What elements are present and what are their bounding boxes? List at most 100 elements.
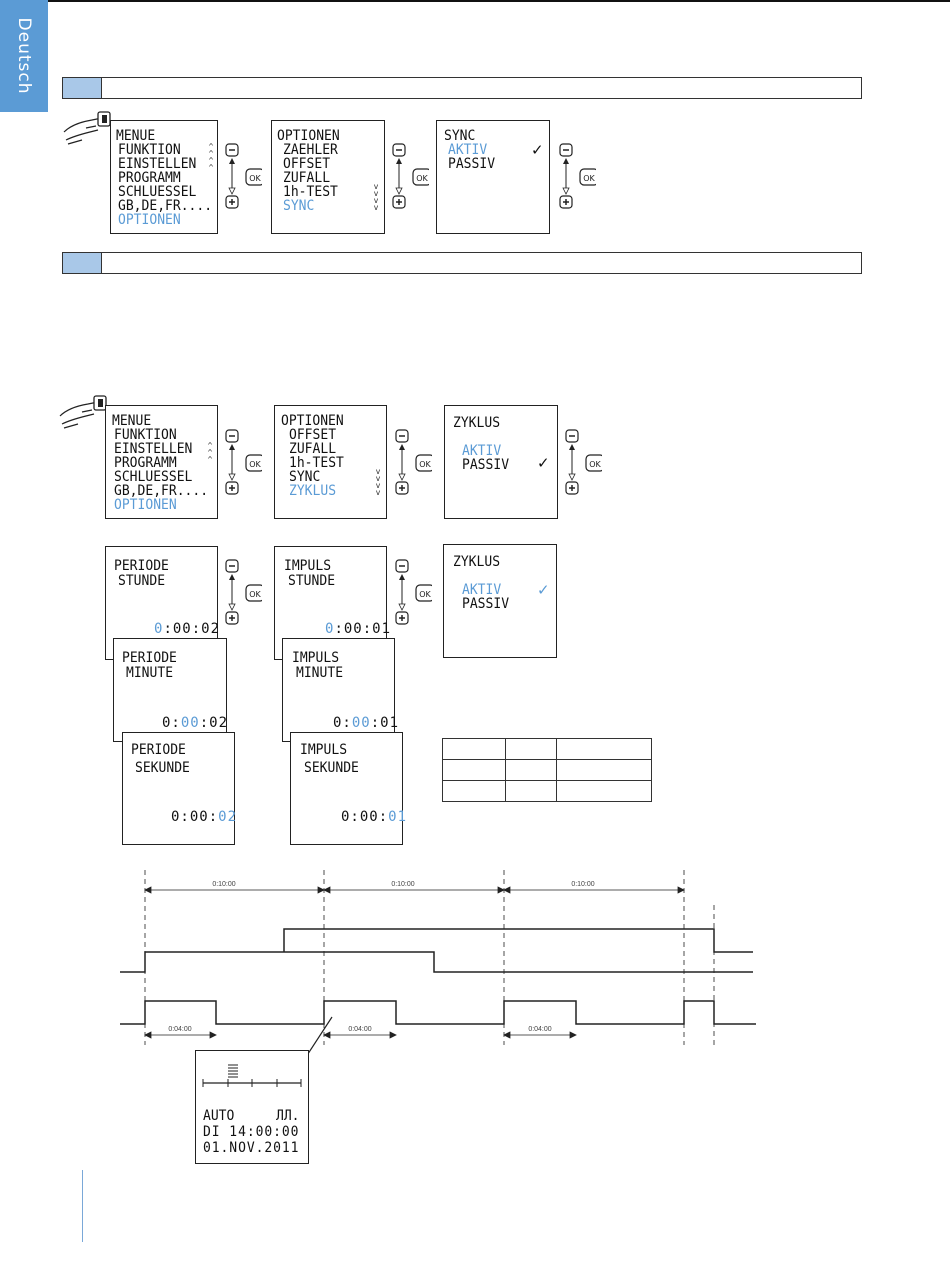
- menu-item: GB,DE,FR....: [118, 198, 213, 214]
- lcd-zyklus-passive: ZYKLUS AKTIV PASSIV ✓: [444, 405, 558, 519]
- menu-item: PROGRAMM: [118, 170, 181, 186]
- lcd-title: ZYKLUS: [453, 554, 501, 570]
- period-dimension: 0:10:00: [391, 881, 414, 888]
- navigation-control[interactable]: OK: [562, 424, 602, 504]
- menu-item-selected: OPTIONEN: [118, 212, 181, 228]
- navigation-control[interactable]: OK: [392, 554, 432, 634]
- lcd-title: PERIODE: [131, 742, 186, 758]
- lcd-title: PERIODE: [122, 650, 177, 666]
- pulse-dimension: 0:04:00: [528, 1026, 551, 1033]
- settings-table: [442, 738, 652, 802]
- menu-item-selected: OPTIONEN: [114, 497, 177, 513]
- time-value: 0:00:02: [171, 809, 238, 825]
- sync-option-passive: PASSIV: [448, 156, 496, 172]
- lcd-title: SYNC: [444, 128, 476, 144]
- margin-rule: [82, 1170, 83, 1242]
- option-item: ZAEHLER: [283, 142, 338, 158]
- lcd-zyklus-active: ZYKLUS AKTIV PASSIV ✓: [443, 544, 557, 658]
- table-row: [442, 780, 652, 802]
- pulse-dimension: 0:04:00: [348, 1026, 371, 1033]
- lcd-impuls-sekunde: IMPULS SEKUNDE 0:00:01: [290, 732, 406, 845]
- lcd-menu: MENUE FUNKTION EINSTELLEN PROGRAMM SCHLU…: [105, 405, 218, 519]
- checkmark-icon: ✓: [537, 454, 550, 472]
- menu-item: PROGRAMM: [114, 455, 177, 471]
- navigation-control[interactable]: OK: [222, 424, 262, 504]
- lcd-subtitle: MINUTE: [126, 665, 174, 681]
- lcd-periode-minute: PERIODE MINUTE 0:00:02: [113, 638, 227, 742]
- option-item: ZUFALL: [283, 170, 331, 186]
- navigation-control[interactable]: OK: [556, 138, 596, 218]
- timing-diagram: 0:10:00 0:10:00 0:10:00 0:04:00 0:04:00 …: [120, 870, 756, 1055]
- lcd-subtitle: STUNDE: [118, 573, 166, 589]
- time-value: 0:00:01: [341, 809, 408, 825]
- mode-label: AUTO: [203, 1108, 235, 1124]
- ok-button-icon: [245, 168, 262, 186]
- time-value: 0:00:02: [162, 715, 229, 731]
- menu-item: EINSTELLEN: [114, 441, 193, 457]
- menu-item: GB,DE,FR....: [114, 483, 209, 499]
- status-time: DI 14:00:00: [203, 1124, 300, 1140]
- period-dimension: 0:10:00: [571, 881, 594, 888]
- ok-button-icon: [412, 168, 429, 186]
- section-header-sync: [62, 77, 862, 99]
- time-value: 0:00:02: [154, 621, 221, 637]
- ok-button-icon: [585, 454, 602, 472]
- svg-text:OK: OK: [249, 460, 261, 469]
- navigation-control[interactable]: OK: [222, 554, 262, 634]
- navigation-control[interactable]: OK: [222, 138, 262, 218]
- period-dimension: 0:10:00: [212, 881, 235, 888]
- svg-text:OK: OK: [419, 460, 431, 469]
- lcd-sync: SYNC AKTIV PASSIV ✓: [436, 120, 550, 234]
- menu-item: SCHLUESSEL: [118, 184, 197, 200]
- lcd-title: OPTIONEN: [277, 128, 340, 144]
- lcd-title: IMPULS: [292, 650, 340, 666]
- lcd-title: IMPULS: [300, 742, 348, 758]
- scroll-up-icon: ^^^: [207, 441, 213, 464]
- svg-text:OK: OK: [583, 174, 595, 183]
- lcd-options: OPTIONEN ZAEHLER OFFSET ZUFALL 1h-TEST S…: [271, 120, 385, 234]
- ok-button-icon: [415, 454, 432, 472]
- svg-text:OK: OK: [416, 174, 428, 183]
- navigation-control[interactable]: OK: [392, 424, 432, 504]
- lcd-menu: MENUE FUNKTION EINSTELLEN PROGRAMM SCHLU…: [110, 120, 218, 234]
- lcd-subtitle: SEKUNDE: [304, 760, 359, 776]
- section-marker: [63, 78, 102, 98]
- lcd-title: ZYKLUS: [453, 415, 501, 431]
- section-marker: [63, 253, 102, 273]
- svg-text:OK: OK: [249, 590, 261, 599]
- timebar-icon: [202, 1064, 302, 1087]
- option-item: 1h-TEST: [283, 184, 338, 200]
- zyklus-option-active: AKTIV: [462, 443, 502, 459]
- svg-text:OK: OK: [249, 174, 261, 183]
- zyklus-option-passive: PASSIV: [462, 457, 510, 473]
- status-date: 01.NOV.2011: [203, 1140, 300, 1156]
- table-row: [442, 738, 652, 760]
- option-item: SYNC: [289, 469, 321, 485]
- lcd-title: IMPULS: [284, 558, 332, 574]
- lcd-title: OPTIONEN: [281, 413, 344, 429]
- zyklus-option-active: AKTIV: [462, 582, 502, 598]
- ok-button-icon: [415, 584, 432, 602]
- sync-signal-trace: [283, 928, 753, 953]
- ok-button-icon: [579, 168, 596, 186]
- language-tab-label: Deutsch: [14, 17, 34, 95]
- section-header-cycle: [62, 252, 862, 274]
- time-value: 0:00:01: [333, 715, 400, 731]
- lcd-status-display: AUTO ЛЛ. DI 14:00:00 01.NOV.2011: [195, 1050, 309, 1164]
- ok-button-icon: [245, 454, 262, 472]
- menu-item: EINSTELLEN: [118, 156, 197, 172]
- lcd-title: MENUE: [116, 128, 156, 144]
- navigation-control[interactable]: OK: [389, 138, 429, 218]
- ok-button-icon: [245, 584, 262, 602]
- menu-item: SCHLUESSEL: [114, 469, 193, 485]
- language-tab[interactable]: Deutsch: [0, 0, 48, 112]
- sync-option-active: AKTIV: [448, 142, 488, 158]
- checkmark-icon: ✓: [531, 141, 544, 159]
- cycle-enable-trace: [120, 951, 753, 973]
- option-item: OFFSET: [289, 427, 337, 443]
- option-item: 1h-TEST: [289, 455, 344, 471]
- lcd-subtitle: STUNDE: [288, 573, 336, 589]
- pulse-output-trace: [120, 1000, 756, 1025]
